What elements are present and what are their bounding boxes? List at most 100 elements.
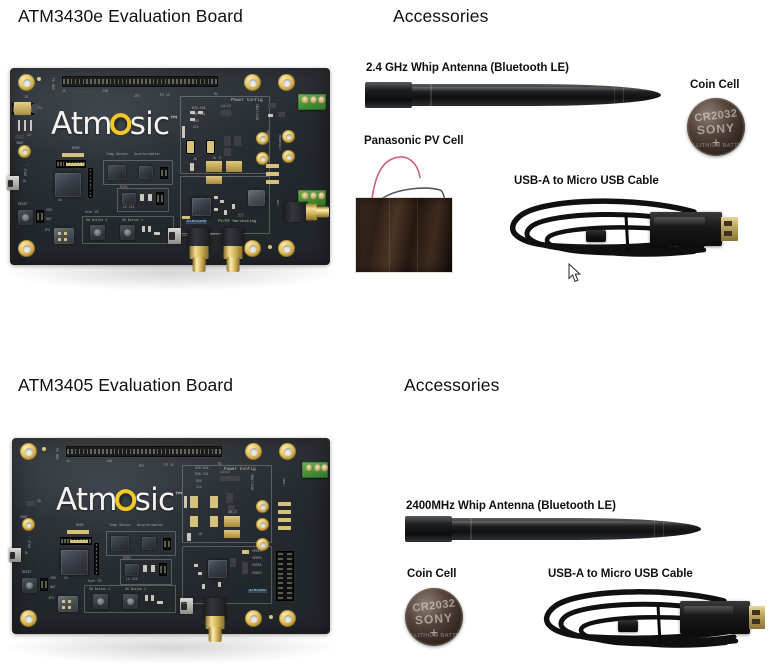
sma-connector-ant[interactable] bbox=[204, 598, 226, 642]
component bbox=[226, 493, 233, 503]
test-pad bbox=[68, 606, 71, 609]
usb-cable-coil bbox=[543, 589, 739, 648]
mounting-hole bbox=[245, 443, 262, 460]
component bbox=[184, 496, 187, 508]
gold-jumper-pads bbox=[14, 102, 31, 115]
expansion-header-40pin[interactable] bbox=[62, 76, 218, 87]
coin-cell-polarity: + bbox=[711, 133, 721, 150]
test-pad bbox=[68, 600, 71, 603]
pcb-atm3405: J1 . . . . . . . . . J40 P1 HDR JP2 P3 J… bbox=[9, 438, 330, 642]
mounting-hole bbox=[20, 443, 37, 460]
whip-antenna-image bbox=[365, 82, 661, 108]
test-pad bbox=[58, 232, 61, 235]
component bbox=[278, 112, 285, 117]
component bbox=[190, 118, 195, 121]
logo-accent-ring: o bbox=[116, 482, 136, 518]
gold-pads bbox=[242, 550, 249, 554]
jumper-2pin[interactable] bbox=[159, 563, 167, 576]
mounting-hole bbox=[244, 240, 261, 257]
jumper-2pin[interactable] bbox=[160, 167, 168, 179]
user-button-2[interactable] bbox=[120, 225, 135, 240]
reset-button[interactable] bbox=[18, 210, 33, 225]
component bbox=[194, 564, 198, 567]
component bbox=[224, 136, 231, 146]
sma-connector-wurx[interactable] bbox=[188, 228, 210, 272]
component bbox=[18, 120, 20, 131]
mcu-chip bbox=[61, 550, 88, 575]
section-title-atm3405-accessories: Accessories bbox=[404, 375, 500, 395]
pv-cell-panel bbox=[356, 197, 452, 273]
jumper-2pin[interactable] bbox=[163, 538, 171, 550]
usb-cable-coil bbox=[509, 198, 707, 257]
mounting-hole bbox=[256, 538, 269, 551]
gold-pads bbox=[266, 164, 279, 168]
micro-usb-connector[interactable] bbox=[9, 548, 21, 562]
mounting-hole bbox=[20, 610, 37, 627]
jumper-2pin[interactable] bbox=[40, 578, 48, 591]
reset-button[interactable] bbox=[22, 578, 37, 593]
component bbox=[202, 584, 205, 589]
usb-connector-secondary[interactable] bbox=[180, 598, 193, 614]
user-button-2[interactable] bbox=[123, 594, 138, 609]
gold-pads bbox=[206, 161, 222, 172]
gold-pads bbox=[278, 526, 291, 530]
gold-pads bbox=[70, 540, 88, 543]
usb-connector-secondary[interactable] bbox=[168, 228, 181, 244]
jumper-2pin[interactable] bbox=[36, 210, 44, 223]
component bbox=[15, 135, 24, 139]
user-button-1[interactable] bbox=[90, 225, 105, 240]
gold-pads bbox=[62, 153, 84, 157]
gold-pads bbox=[278, 518, 291, 522]
component bbox=[24, 120, 26, 131]
gold-pads bbox=[224, 516, 240, 527]
component bbox=[32, 104, 38, 113]
component bbox=[242, 562, 248, 574]
gold-jumper-pads bbox=[187, 141, 194, 153]
section-title-atm3430e-accessories: Accessories bbox=[393, 6, 489, 26]
silkscreen-ant: ANT bbox=[275, 200, 279, 207]
test-pad bbox=[268, 245, 272, 249]
gold-jumper-pads bbox=[210, 496, 218, 508]
usb-a-plug bbox=[680, 601, 766, 634]
coin-cell-image: CR2032 SONY + 3V LITHIUM BATTERY bbox=[405, 588, 463, 646]
component bbox=[190, 163, 194, 171]
mounting-hole bbox=[282, 150, 295, 163]
component bbox=[224, 148, 231, 156]
gold-pads bbox=[182, 216, 190, 219]
screw-terminal-power[interactable] bbox=[298, 94, 326, 110]
component bbox=[151, 565, 155, 572]
mounting-hole bbox=[256, 500, 269, 513]
screw-terminal-power[interactable] bbox=[302, 462, 328, 478]
coin-cell-footer: 3V LITHIUM BATTERY bbox=[687, 142, 745, 149]
expansion-header-40pin[interactable] bbox=[66, 446, 222, 457]
section-title-atm3405: ATM3405 Evaluation Board bbox=[18, 375, 234, 395]
component bbox=[145, 595, 148, 601]
component bbox=[268, 114, 273, 117]
temp-sensor-chip bbox=[108, 165, 126, 180]
gold-pads bbox=[226, 161, 242, 172]
pin-header-vertical[interactable] bbox=[94, 543, 99, 575]
jumper-2pin[interactable] bbox=[156, 192, 164, 205]
debug-header-2x10[interactable] bbox=[276, 551, 294, 601]
gold-pads bbox=[278, 510, 291, 514]
sma-connector-rf[interactable] bbox=[222, 228, 244, 272]
component-chip bbox=[125, 564, 139, 576]
mounting-hole bbox=[22, 518, 35, 531]
accessory-label-coin-cell: Coin Cell bbox=[407, 568, 457, 580]
user-button-1[interactable] bbox=[93, 594, 108, 609]
gold-pads bbox=[266, 180, 279, 184]
gold-pads bbox=[224, 530, 240, 538]
component bbox=[238, 213, 244, 217]
component bbox=[218, 582, 221, 587]
component bbox=[198, 111, 203, 114]
component bbox=[140, 194, 144, 201]
component bbox=[268, 103, 276, 108]
sma-connector-ant[interactable] bbox=[284, 202, 329, 222]
temp-sensor-chip bbox=[111, 536, 129, 551]
micro-usb-connector[interactable] bbox=[7, 176, 19, 190]
whip-antenna-image bbox=[405, 516, 701, 542]
mounting-hole bbox=[282, 130, 295, 143]
accessory-label-pv-cell: Panasonic PV Cell bbox=[364, 135, 464, 147]
component bbox=[26, 501, 35, 506]
pin-header-vertical[interactable] bbox=[88, 168, 93, 198]
